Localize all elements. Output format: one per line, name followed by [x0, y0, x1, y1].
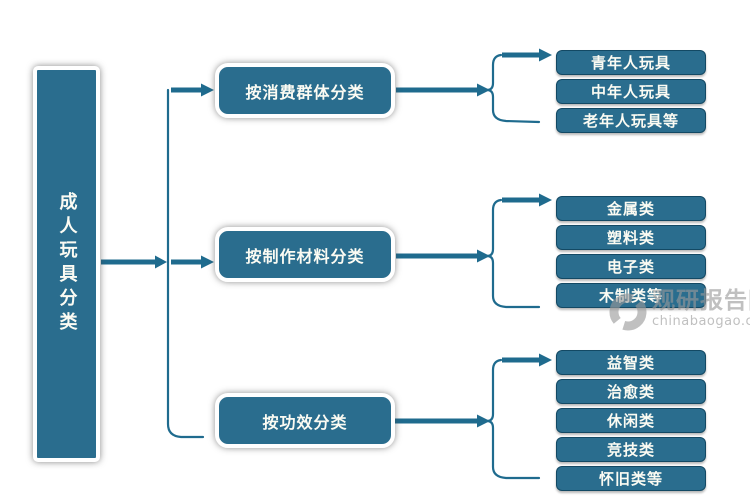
root-node: 成人玩具分类 — [33, 66, 100, 462]
group2-brace — [486, 198, 541, 309]
branch-node-material: 按制作材料分类 — [215, 227, 395, 282]
branch-node-consumer-group: 按消费群体分类 — [215, 63, 395, 118]
leaf-node: 电子类 — [556, 254, 706, 279]
group3-top-arrowhead — [539, 353, 552, 367]
group3-brace — [486, 358, 541, 480]
leaf-node: 治愈类 — [556, 379, 706, 404]
branch-label: 按功效分类 — [262, 412, 348, 432]
leaf-node: 老年人玩具等 — [556, 108, 706, 133]
leaf-node: 金属类 — [556, 196, 706, 221]
group1-brace — [486, 53, 541, 124]
branch1-arrowhead — [201, 83, 214, 97]
leaf-group-consumer: 青年人玩具 中年人玩具 老年人玩具等 — [556, 50, 706, 133]
leaf-node: 木制类等 — [556, 283, 706, 308]
branch-node-function: 按功效分类 — [215, 393, 395, 448]
branch2-arrowhead — [201, 255, 214, 269]
leaf-node: 塑料类 — [556, 225, 706, 250]
leaf-node: 青年人玩具 — [556, 50, 706, 75]
group2-top-arrowhead — [539, 193, 552, 207]
branch-label: 按制作材料分类 — [245, 246, 365, 266]
leaf-group-material: 金属类 塑料类 电子类 木制类等 — [556, 196, 706, 308]
group1-top-arrowhead — [539, 48, 552, 62]
leaf-node: 竞技类 — [556, 437, 706, 462]
leaf-node: 益智类 — [556, 350, 706, 375]
branch-label: 按消费群体分类 — [245, 82, 365, 102]
trunk-arrowhead — [155, 255, 167, 269]
leaf-node: 怀旧类等 — [556, 466, 706, 491]
group2-out-arrowhead — [477, 249, 490, 263]
leaf-node: 休闲类 — [556, 408, 706, 433]
group3-out-arrowhead — [477, 414, 490, 428]
trunk-spine — [166, 88, 205, 439]
group1-out-arrowhead — [477, 83, 490, 97]
leaf-node: 中年人玩具 — [556, 79, 706, 104]
root-label: 成人玩具分类 — [56, 192, 78, 336]
leaf-group-function: 益智类 治愈类 休闲类 竞技类 怀旧类等 — [556, 350, 706, 491]
